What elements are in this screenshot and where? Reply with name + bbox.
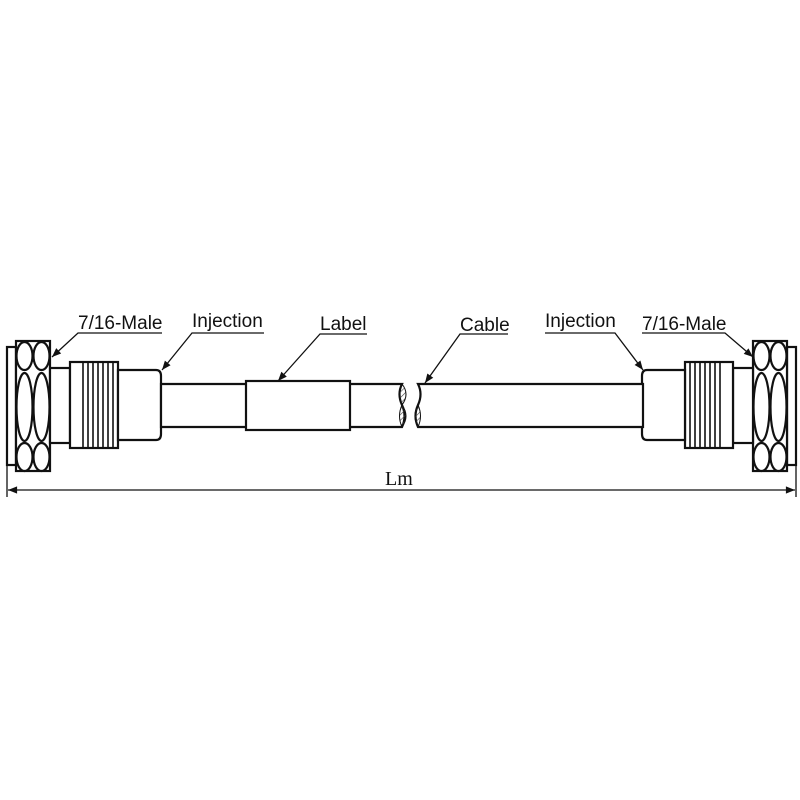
- label-cable: Cable: [460, 315, 510, 336]
- label-right-connector: 7/16-Male: [642, 314, 727, 335]
- left-connector: [5, 339, 163, 473]
- label-left-connector: 7/16-Male: [78, 313, 163, 334]
- label-sleeve: [244, 379, 352, 432]
- label-right-injection: Injection: [545, 311, 616, 332]
- right-cable: [414, 382, 645, 429]
- dimension-label: Lm: [385, 468, 413, 490]
- right-connector: [640, 339, 798, 473]
- leader-lines: [51, 332, 754, 384]
- label-label: Label: [320, 314, 367, 335]
- label-left-injection: Injection: [192, 311, 263, 332]
- dimension-line: [6, 465, 797, 497]
